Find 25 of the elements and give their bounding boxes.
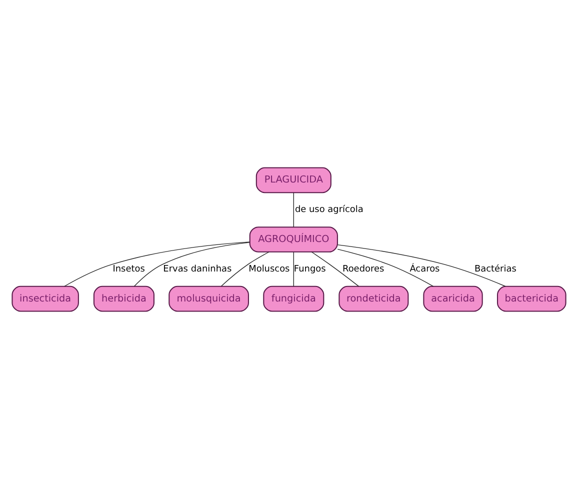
- edge-label: Ervas daninhas: [163, 264, 232, 275]
- edge-label: Roedores: [342, 264, 384, 275]
- node-box: AGROQUÍMICO: [249, 226, 338, 252]
- node-box: acaricida: [423, 286, 483, 312]
- node-box: molusquicida: [168, 286, 249, 312]
- connector: [293, 192, 294, 228]
- node-box: rondeticida: [338, 286, 409, 312]
- edge-label: Insetos: [112, 264, 145, 275]
- connector: [134, 242, 250, 287]
- edge-label: Fungos: [294, 264, 326, 275]
- edge-label: de uso agrícola: [294, 205, 364, 216]
- connector: [64, 242, 250, 287]
- connector: [220, 252, 270, 286]
- node-box: herbicida: [93, 286, 154, 312]
- node-box: PLAGUICIDA: [256, 167, 332, 194]
- edge-label: Bactérias: [474, 264, 516, 275]
- connector: [337, 244, 506, 287]
- node-box: bactericida: [496, 286, 566, 312]
- connector: [311, 252, 360, 287]
- edge-label: Ácaros: [410, 264, 440, 275]
- node-box: insecticida: [12, 286, 79, 312]
- connector: [293, 252, 294, 287]
- node-box: fungicida: [263, 286, 324, 312]
- edge-label: Moluscos: [248, 264, 290, 275]
- connector: [337, 248, 434, 287]
